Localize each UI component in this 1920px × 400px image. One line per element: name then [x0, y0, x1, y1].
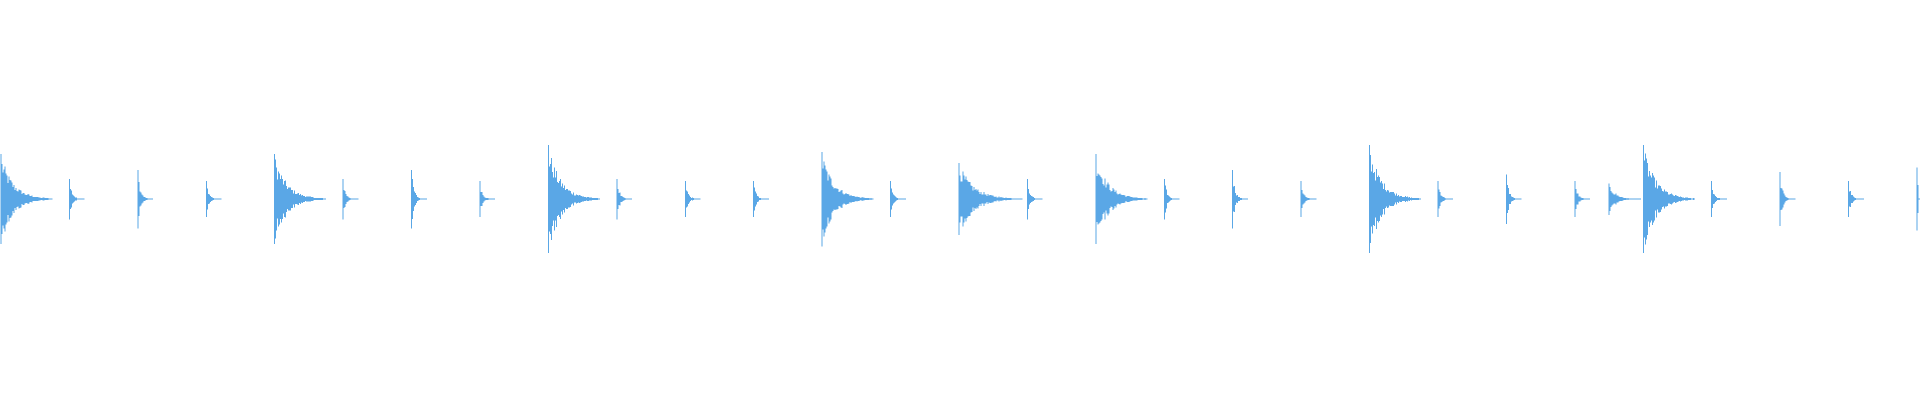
- waveform-hit-2: [137, 169, 154, 229]
- waveform-hit-3: [205, 181, 222, 217]
- waveform-hit-26: [1711, 181, 1727, 217]
- waveform-hit-14: [958, 163, 1023, 235]
- waveform-hit-11: [753, 181, 769, 217]
- waveform-hit-13: [890, 181, 906, 217]
- waveform-hit-28: [1848, 181, 1864, 217]
- waveform-hit-5: [342, 178, 359, 220]
- waveform-hit-22: [1505, 174, 1522, 224]
- waveform-hit-15: [1026, 178, 1043, 220]
- waveform-hit-0: [0, 154, 53, 244]
- waveform-hit-9: [616, 178, 633, 220]
- waveform-hit-24: [1608, 183, 1642, 215]
- waveform-hit-27: [1779, 172, 1796, 226]
- waveform-hit-12: [821, 151, 874, 247]
- waveform-hit-4: [274, 154, 327, 244]
- waveform-hit-8: [547, 145, 600, 253]
- waveform-hit-10: [684, 181, 701, 217]
- waveform-hit-23: [1574, 181, 1591, 217]
- waveform-hits: [0, 145, 1920, 253]
- waveform-hit-17: [1163, 178, 1180, 220]
- waveform-hit-21: [1437, 181, 1454, 217]
- waveform-hit-20: [1369, 145, 1422, 253]
- waveform-hit-1: [68, 178, 85, 220]
- waveform-hit-6: [411, 169, 427, 229]
- waveform-hit-25: [1642, 145, 1695, 253]
- waveform-hit-7: [479, 181, 496, 217]
- waveform-hit-16: [1095, 154, 1148, 244]
- waveform-hit-18: [1232, 169, 1248, 229]
- waveform-hit-19: [1300, 181, 1317, 217]
